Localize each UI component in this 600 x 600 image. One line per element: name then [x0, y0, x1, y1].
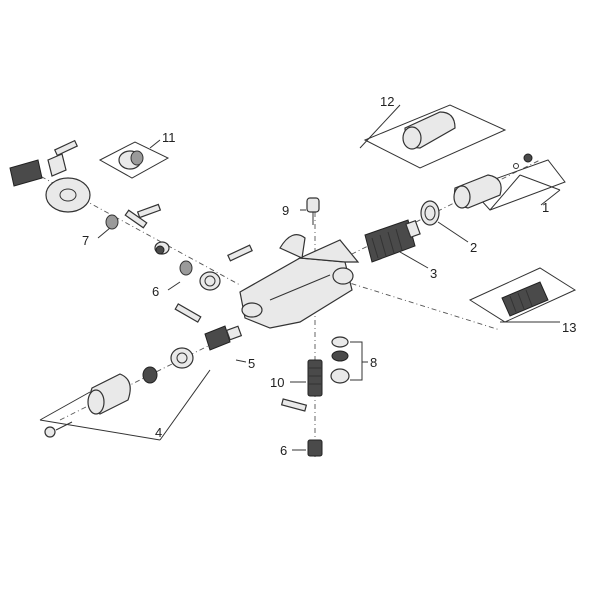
part-8-seals — [330, 336, 350, 384]
part-12-handle — [363, 104, 507, 169]
part-4-handle — [39, 347, 211, 441]
callout-13: 13 — [562, 320, 576, 335]
callout-8: 8 — [370, 355, 377, 370]
part-7-fittings — [105, 203, 170, 255]
callout-5: 5 — [248, 356, 255, 371]
callout-1: 1 — [542, 200, 549, 215]
callout-11: 11 — [162, 130, 176, 145]
mixer-body — [239, 234, 360, 329]
callout-3: 3 — [430, 266, 437, 281]
part-2-ring — [420, 200, 440, 226]
part-9-knob — [306, 197, 320, 225]
callout-10: 10 — [270, 375, 284, 390]
callout-12: 12 — [380, 94, 394, 109]
callout-6-lower: 6 — [280, 443, 287, 458]
callout-labels: 1 2 3 4 5 6 6 7 8 9 10 11 12 13 — [82, 94, 576, 458]
callout-4: 4 — [155, 425, 162, 440]
leader-lines — [97, 104, 561, 451]
part-13-cartridge-box — [468, 267, 577, 323]
callout-6-upper: 6 — [152, 284, 159, 299]
part-6-upper-fittings — [179, 244, 253, 291]
part-5-fittings — [174, 303, 243, 351]
callout-7: 7 — [82, 233, 89, 248]
part-1-temperature-handle — [453, 153, 566, 211]
callout-9: 9 — [282, 203, 289, 218]
part-10-diverter — [280, 359, 323, 412]
part-11-nut-box — [98, 141, 170, 179]
callout-2: 2 — [470, 240, 477, 255]
part-3-cartridge — [364, 219, 421, 263]
part-6-lower-fitting — [307, 439, 323, 457]
left-upper-fittings — [9, 139, 91, 213]
